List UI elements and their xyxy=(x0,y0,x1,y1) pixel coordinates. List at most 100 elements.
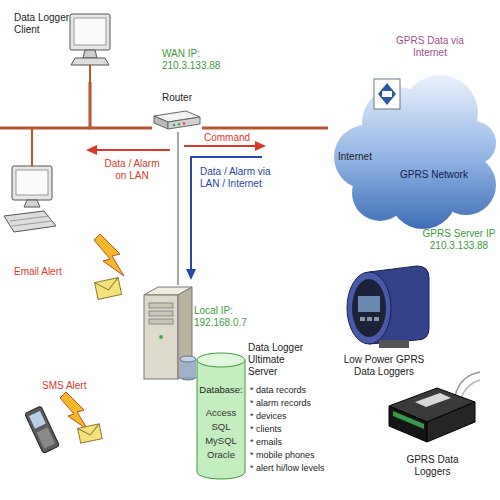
lan-bus xyxy=(0,127,90,130)
alert-label: SMS Alert xyxy=(42,380,86,392)
gprs-logger: GPRS Data Loggers xyxy=(385,372,480,482)
router: Router xyxy=(152,92,202,132)
low-power-logger-icon xyxy=(358,296,380,312)
server-tower-icon xyxy=(149,319,173,324)
node-text: GPRS Data via Internet xyxy=(388,35,472,59)
sms-alert-icon xyxy=(25,392,103,454)
node-text: Internet xyxy=(338,151,388,163)
low-power-logger-icon xyxy=(360,317,365,321)
client-computer-icon xyxy=(89,65,91,82)
gprs-logger-icon xyxy=(455,372,480,396)
node-text: GPRS Data Loggers xyxy=(400,454,465,478)
feature-item: * alarm records xyxy=(250,397,342,409)
node-text: Database: xyxy=(196,384,246,396)
ip-address: GPRS Server IP 210.3.133.88 xyxy=(422,228,496,252)
lan-data-arrow xyxy=(86,145,97,155)
email-alert-icon xyxy=(95,278,122,300)
feature-item: * clients xyxy=(250,423,342,435)
lan-data-arrow xyxy=(86,145,170,155)
sms-alert-icon xyxy=(60,392,88,430)
sms-alert-icon xyxy=(25,406,60,453)
email-alert-icon xyxy=(95,278,121,293)
ip-address: WAN IP: 210.3.133.88 xyxy=(162,48,228,72)
feature-item: * mobile phones xyxy=(250,449,342,461)
node-text: GPRS Network xyxy=(392,169,476,181)
client-computer-icon xyxy=(12,166,52,200)
router-icon xyxy=(154,116,168,129)
router-icon xyxy=(178,123,180,125)
feature-item: * emails xyxy=(250,436,342,448)
node-text: Router xyxy=(152,92,202,104)
database-cylinder-icon xyxy=(197,353,245,367)
gprs-logger-icon xyxy=(427,402,475,442)
database-cylinder-icon xyxy=(245,360,246,472)
lan-bus xyxy=(31,128,33,166)
server-tower-icon xyxy=(159,335,163,339)
client-computer-icon xyxy=(83,50,97,58)
server-tower-icon xyxy=(144,295,178,379)
internet-cloud-icon xyxy=(378,83,396,105)
server-tower: Local IP: 192.168.0.7 xyxy=(138,285,196,383)
flow-label: Data / Alarm on LAN xyxy=(100,158,164,182)
connector-line xyxy=(202,127,328,130)
lan-bus xyxy=(0,128,90,166)
router-icon xyxy=(183,122,185,124)
database-cylinder-icon xyxy=(197,360,245,472)
client-computer-icon xyxy=(74,18,106,45)
gprs-logger-icon xyxy=(393,411,424,429)
low-power-logger-icon xyxy=(352,279,386,337)
client-computer-icon xyxy=(10,216,49,221)
low-power-logger-icon xyxy=(374,317,379,321)
client-computer-icon xyxy=(12,221,52,226)
internet-data-arrow xyxy=(186,269,196,280)
node-text: Data Logger Client xyxy=(14,12,72,36)
email-alert-icon xyxy=(95,278,122,300)
database-cylinder: Database:Access SQL MySQL Oracle xyxy=(196,352,246,480)
gprs-logger-icon xyxy=(385,372,480,482)
client-computer-icon xyxy=(24,200,40,207)
low-power-logger-icon xyxy=(379,340,409,348)
connector-line xyxy=(90,82,152,128)
node-text: Local IP: 192.168.0.7 xyxy=(194,305,256,329)
flow-label: Data / Alarm via LAN / Internet xyxy=(200,166,272,190)
server-tower-icon xyxy=(149,303,173,308)
client-computer-icon xyxy=(70,14,110,50)
sms-alert-icon xyxy=(37,427,55,448)
feature-item: * data records xyxy=(250,384,342,396)
server-tower-icon xyxy=(138,285,196,383)
email-alert-icon xyxy=(94,234,124,276)
client-computer-icon xyxy=(4,211,56,232)
low-power-logger: Low Power GPRS Data Loggers xyxy=(335,262,433,387)
feature-item: * devices xyxy=(250,410,342,422)
internet-cloud-icon xyxy=(388,115,468,195)
client-computer-icon xyxy=(71,58,109,65)
lan-data-arrow xyxy=(95,149,170,151)
client-computer-icon xyxy=(4,166,56,232)
database-cylinder-icon xyxy=(197,360,198,472)
email-alert-icon xyxy=(94,234,124,299)
low-power-logger-icon xyxy=(367,317,372,321)
server-tower-icon xyxy=(180,356,196,362)
gprs-logger-icon xyxy=(461,380,480,399)
low-power-logger-icon xyxy=(347,272,391,344)
internet-cloud-icon xyxy=(382,91,392,97)
command-arrow xyxy=(255,141,266,151)
alert-label: Email Alert xyxy=(14,266,62,278)
internet-cloud: GPRS Data via InternetInternetGPRS Netwo… xyxy=(328,35,496,230)
router-icon xyxy=(173,124,175,126)
flow-label: Command xyxy=(204,132,250,144)
feature-item: * alert hi/low levels xyxy=(250,462,342,474)
internet-cloud-icon xyxy=(334,75,496,229)
client-computer-icon xyxy=(16,170,48,195)
sms-alert-icon xyxy=(78,424,101,437)
server-title: Data Logger Ultimate Server xyxy=(248,342,310,378)
sms-alert-icon xyxy=(29,411,46,429)
sms-alert-icon xyxy=(78,424,103,443)
sms-alert-icon xyxy=(78,424,103,443)
client-computer: Data Logger Client xyxy=(12,8,112,82)
connector-line xyxy=(177,132,179,285)
internet-cloud-icon xyxy=(374,79,400,109)
node-text: Low Power GPRS Data Loggers xyxy=(335,354,433,378)
gprs-logger-icon xyxy=(415,393,451,407)
